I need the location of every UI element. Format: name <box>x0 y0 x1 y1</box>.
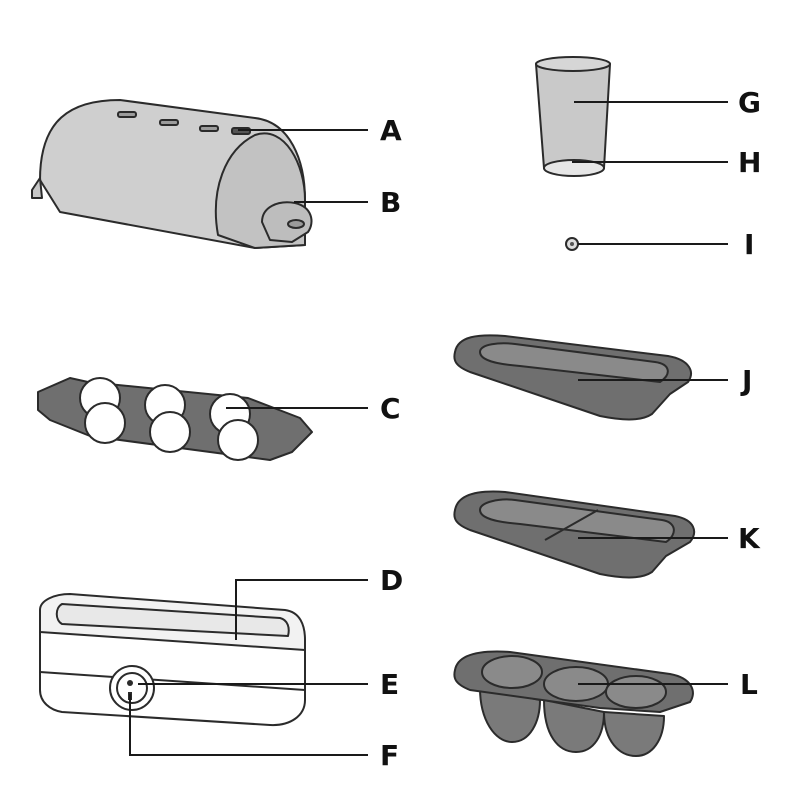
measuring-cup-body <box>535 57 611 175</box>
label-b: B <box>380 186 401 219</box>
poaching-well-3 <box>605 675 667 709</box>
power-switch <box>116 672 148 704</box>
lid-handle-hole <box>261 201 313 243</box>
lid-foot-left <box>31 177 43 199</box>
omelette-tray <box>453 334 692 421</box>
piercing-pin <box>565 237 579 251</box>
label-k: K <box>738 522 761 555</box>
divided-tray <box>453 490 696 579</box>
base-body <box>39 621 306 727</box>
label-g: G <box>738 86 761 119</box>
egg-tray <box>37 377 313 461</box>
leader-d <box>235 579 368 640</box>
poaching-well-1 <box>481 655 543 689</box>
label-d: D <box>380 564 403 597</box>
label-i: I <box>744 228 754 261</box>
measuring-cup-rim <box>535 56 611 72</box>
lid-vent-1 <box>117 111 137 118</box>
label-a: A <box>380 114 402 147</box>
label-c: C <box>380 392 401 425</box>
base-unit <box>39 593 306 727</box>
water-reservoir <box>55 603 290 637</box>
measuring-cup <box>535 56 611 177</box>
lid-handle-slot <box>287 219 305 229</box>
egg-tray-ring-4 <box>84 402 126 444</box>
label-f: F <box>380 739 399 772</box>
poaching-cup-2 <box>543 699 605 753</box>
label-l: L <box>740 668 758 701</box>
poaching-cup-1 <box>479 687 541 743</box>
lid <box>31 99 313 249</box>
egg-tray-ring-5 <box>149 411 191 453</box>
label-e: E <box>380 668 399 701</box>
label-j: J <box>740 364 752 397</box>
indicator-light <box>127 680 133 686</box>
divided-tray-basin <box>479 498 675 543</box>
egg-tray-ring-6 <box>217 419 259 461</box>
leader-f <box>129 694 368 756</box>
poaching-cup-3 <box>603 711 665 757</box>
label-h: H <box>738 146 761 179</box>
poaching-tray <box>453 650 694 757</box>
lid-vent-2 <box>159 119 179 126</box>
lid-vent-3 <box>199 125 219 132</box>
base-band <box>39 671 306 691</box>
cup-piercing-pin-holder <box>543 159 605 177</box>
omelette-tray-basin <box>479 342 669 383</box>
divided-tray-divider <box>544 509 599 541</box>
